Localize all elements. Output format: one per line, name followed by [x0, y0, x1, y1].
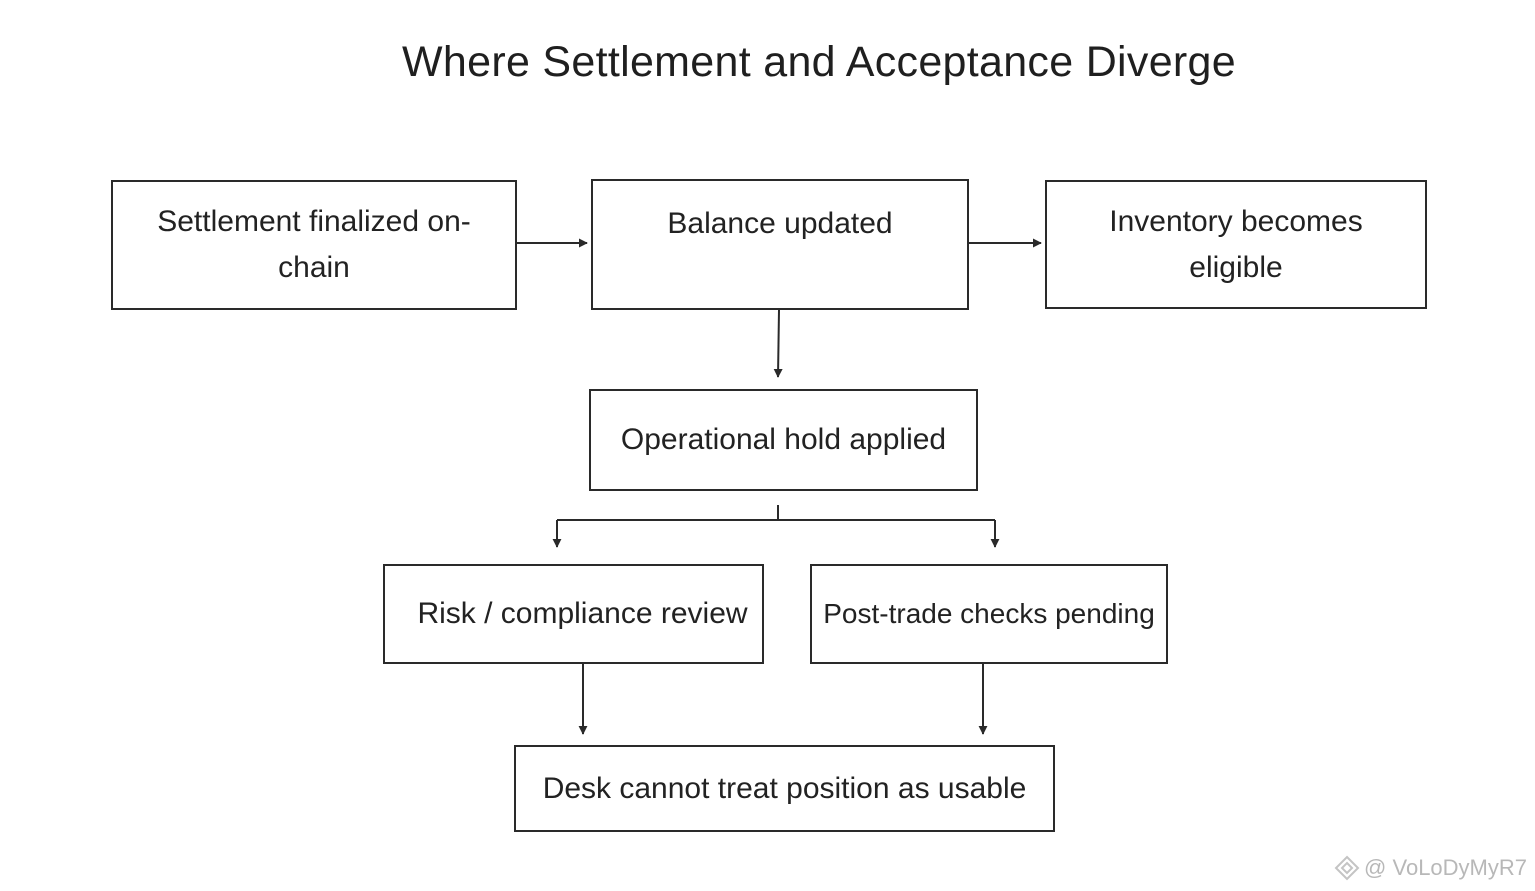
- node-label: Inventory becomes eligible: [1109, 204, 1363, 284]
- node-label: Desk cannot treat position as usable: [542, 771, 1027, 805]
- diamond-logo-icon: [1334, 855, 1360, 881]
- node-settlement-finalized: Settlement finalized on-chain: [111, 180, 517, 310]
- diagram-title: Where Settlement and Acceptance Diverge: [402, 38, 1236, 86]
- arrow-balance-to-hold: [773, 309, 783, 378]
- node-balance-updated: Balance updated: [591, 179, 969, 310]
- node-label: Balance updated: [667, 207, 893, 240]
- watermark-text: @ VoLoDyMyR7: [1364, 855, 1527, 880]
- node-post-trade-checks: Post-trade checks pending: [810, 564, 1168, 664]
- node-label: Operational hold applied: [620, 423, 947, 456]
- node-risk-compliance-review: Risk / compliance review: [383, 564, 764, 664]
- node-inventory-eligible: Inventory becomes eligible: [1045, 180, 1427, 309]
- node-operational-hold: Operational hold applied: [589, 389, 978, 491]
- node-label: Risk / compliance review: [417, 597, 748, 630]
- watermark: @ VoLoDyMyR7: [1334, 855, 1527, 881]
- node-label: Settlement finalized on-chain: [157, 205, 471, 284]
- node-desk-cannot-use: Desk cannot treat position as usable: [514, 745, 1055, 832]
- node-label: Post-trade checks pending: [823, 598, 1155, 629]
